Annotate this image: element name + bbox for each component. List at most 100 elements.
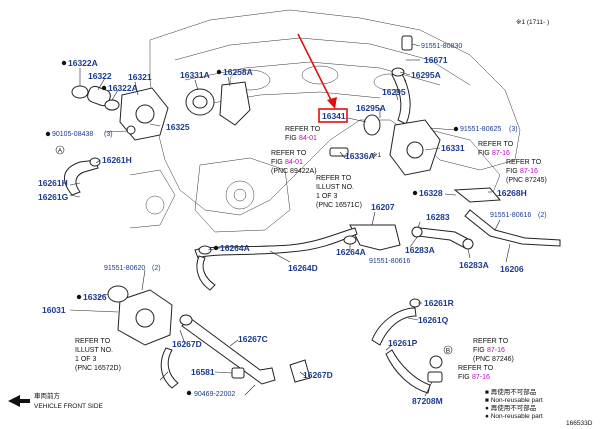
part-label-16207[interactable]: 16207 [371, 202, 395, 212]
part-label-90105-08438[interactable]: 90105-08438 [52, 131, 93, 138]
valve-87208M [427, 371, 443, 383]
part-label-16267D[interactable]: 16267D [303, 370, 333, 380]
part-label-91551-80625[interactable]: 91551-80625 [460, 126, 501, 133]
part-label-16322A[interactable]: 16322A [68, 58, 98, 68]
part-label-16268H[interactable]: 16268H [497, 188, 527, 198]
ref-text: REFER TO [478, 141, 514, 148]
ref-fig-link[interactable]: 87-16 [487, 347, 505, 354]
ref-fig-link[interactable]: 87-16 [492, 150, 510, 157]
part-label-16261G[interactable]: 16261G [38, 192, 69, 202]
ref-fig-link[interactable]: 87-16 [472, 374, 490, 381]
ref-text: FIG [506, 168, 518, 175]
vehicle-front-jp: 車両前方 [34, 391, 61, 400]
part-label-16261P[interactable]: 16261P [388, 338, 418, 348]
ref-text: FIG [271, 159, 283, 166]
part-label-16261R[interactable]: 16261R [424, 298, 454, 308]
part-label-16328[interactable]: 16328 [419, 188, 443, 198]
legend-jp-2: ● 再使用不可部品 [485, 403, 536, 412]
reference-notes: REFER TO FIG 84-01 REFER TO FIG 84-01 (P… [75, 126, 547, 381]
part-label-16321[interactable]: 16321 [128, 72, 152, 82]
part-label-16261H[interactable]: 16261H [38, 178, 68, 188]
part-label-91551-80616[interactable]: 91551-80616 [369, 258, 410, 265]
ref-text: FIG [285, 135, 297, 142]
o-ring-16326 [107, 285, 129, 303]
part-label-16261H[interactable]: 16261H [102, 155, 132, 165]
gasket-16258A [219, 81, 251, 126]
part-label-91551-80830[interactable]: 91551-80830 [421, 43, 462, 50]
ref-text: 1 OF 3 [75, 356, 97, 363]
circle-markers: A B [55, 145, 453, 355]
ref-pnc: (PNC 16571C) [316, 202, 362, 209]
highlight-box-16341 [318, 108, 348, 123]
part-label-16331A[interactable]: 16331A [180, 70, 210, 80]
part-label-16267D[interactable]: 16267D [172, 339, 202, 349]
hose-16267C [181, 317, 276, 385]
ref-pnc: (PNC 89422A) [271, 168, 317, 175]
part-label-16206[interactable]: 16206 [500, 264, 524, 274]
part-qty-90105: (3) [104, 131, 113, 138]
part-label-16267C[interactable]: 16267C [238, 334, 268, 344]
o-ring-16322A-top [71, 85, 89, 99]
part-label-16264D[interactable]: 16264D [288, 263, 318, 273]
leader-lines [69, 43, 511, 397]
part-label-16325[interactable]: 16325 [166, 122, 190, 132]
ref-text: FIG [458, 374, 470, 381]
part-label-16671[interactable]: 16671 [424, 55, 448, 65]
ref-fig-link[interactable]: 87-16 [520, 168, 538, 175]
ref-fig-link[interactable]: 84-01 [285, 159, 303, 166]
legend-en-1: ■ Non-reusable part [485, 397, 543, 404]
part-label-16295A[interactable]: 16295A [356, 103, 386, 113]
clamp-16581 [231, 367, 245, 379]
sensor-16336A [329, 147, 349, 157]
date-mark-16336A: ※1 [372, 152, 381, 159]
ref-text: 1 OF 3 [316, 193, 338, 200]
hose-16261P [385, 349, 431, 394]
part-label-16283A[interactable]: 16283A [405, 245, 435, 255]
footer: 車両前方 VEHICLE FRONT SIDE ■ 再使用不可部品 ■ Non-… [8, 387, 593, 427]
part-label-16322A[interactable]: 16322A [108, 83, 138, 93]
part-label-16031[interactable]: 16031 [42, 305, 66, 315]
part-label-16261Q[interactable]: 16261Q [418, 315, 449, 325]
part-label-16331[interactable]: 16331 [441, 143, 465, 153]
part-label-16283A[interactable]: 16283A [459, 260, 489, 270]
ref-text: REFER TO [316, 175, 352, 182]
marker-b: B [446, 348, 450, 355]
ref-text: REFER TO [75, 338, 111, 345]
part-label-16322[interactable]: 16322 [88, 71, 112, 81]
part-label-16295A[interactable]: 16295A [411, 70, 441, 80]
part-label-16264A[interactable]: 16264A [220, 243, 250, 253]
part-label-91551-80616[interactable]: 91551-80616 [490, 212, 531, 219]
ring-16322A-mid [104, 99, 120, 111]
ref-text: FIG [473, 347, 485, 354]
part-label-16341[interactable]: 16341 [322, 111, 346, 121]
legend-en-2: ● Non-reusable part [485, 413, 543, 420]
part-label-16326[interactable]: 16326 [83, 292, 107, 302]
ref-text: REFER TO [473, 338, 509, 345]
date-code-note: ※1 (1711- ) [516, 19, 549, 26]
part-label-16264A[interactable]: 16264A [336, 247, 366, 257]
part-qty-91551-80616: (2) [538, 212, 547, 219]
vehicle-front-en: VEHICLE FRONT SIDE [34, 403, 104, 410]
part-label-16283[interactable]: 16283 [426, 212, 450, 222]
part-label-90469-22002[interactable]: 90469-22002 [194, 391, 235, 398]
hose-16295 [391, 69, 411, 125]
part-label-16581[interactable]: 16581 [191, 367, 215, 377]
ref-text: ILLUST NO. [75, 347, 113, 354]
part-label-87208M[interactable]: 87208M [412, 396, 443, 406]
bracket-16207 [349, 224, 401, 251]
engine-outline [129, 9, 521, 233]
part-label-16258A[interactable]: 16258A [223, 67, 253, 77]
part-labels: 16322A 16322 16321 16322A 16325 90105-08… [38, 43, 547, 406]
parts-shapes [64, 35, 561, 394]
marker-a: A [58, 148, 63, 155]
part-label-16295[interactable]: 16295 [382, 87, 406, 97]
highlight-arrow [297, 33, 337, 109]
ref-fig-link[interactable]: 84-01 [299, 135, 317, 142]
ref-text: FIG [478, 150, 490, 157]
ref-text: REFER TO [271, 150, 307, 157]
part-label-91551-80620[interactable]: 91551-80620 [104, 265, 145, 272]
part-label-16336A[interactable]: 16336A [345, 151, 375, 161]
hose-16322 [87, 85, 111, 107]
